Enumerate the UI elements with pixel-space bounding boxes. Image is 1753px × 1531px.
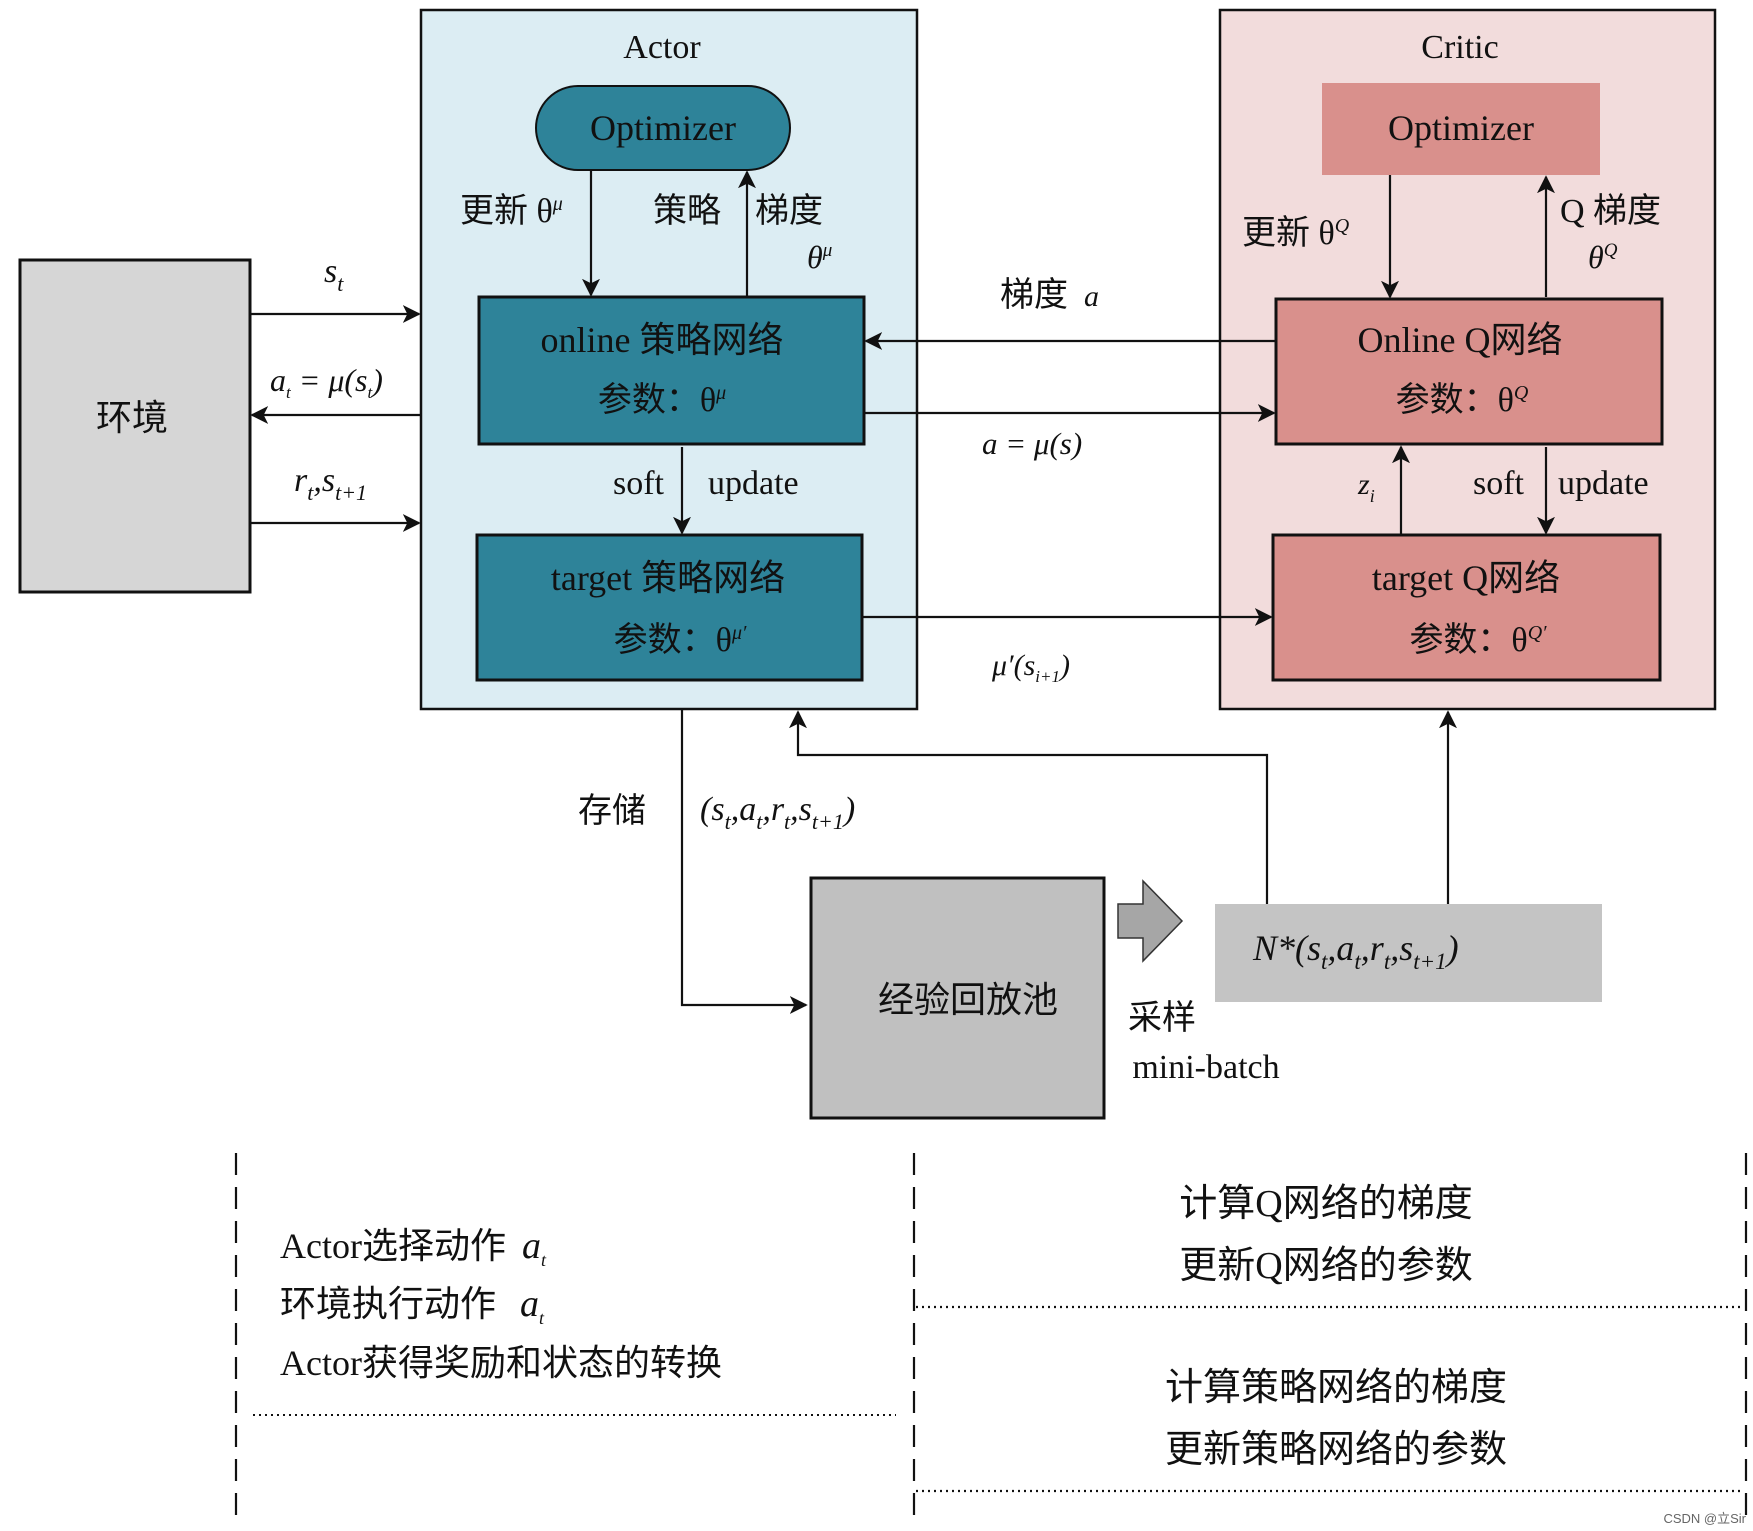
environment-box: [18, 258, 252, 594]
critic-update-text: update: [1558, 465, 1649, 502]
store-arrow: [680, 709, 808, 1014]
reward-label: rt,st+1: [294, 462, 367, 505]
target-q-title: target Q网络: [1372, 558, 1560, 598]
critic-gradient-label: Q 梯度: [1560, 192, 1661, 230]
actor-soft-label: soft: [613, 465, 665, 502]
batch-to-actor-arrow: [789, 710, 1269, 904]
critic-optimizer-label: Optimizer: [1388, 108, 1534, 148]
target-q-params: 参数：θQ′: [1409, 621, 1547, 659]
critic-gradient-theta: θQ: [1588, 239, 1618, 275]
minibatch-tuple: N*(st,at,rt,st+1): [1252, 928, 1459, 974]
online-q-params: 参数：θQ: [1396, 381, 1529, 419]
target-policy-network: [475, 533, 864, 682]
critic-soft-label: soft: [1473, 465, 1525, 502]
legend-right-bottom-line2: 更新策略网络的参数: [1165, 1429, 1507, 1471]
minibatch-box: [1215, 904, 1602, 1002]
legend-right-top-line2: 更新Q网络的参数: [1179, 1245, 1472, 1287]
target-policy-params: 参数：θμ′: [614, 621, 747, 659]
store-label: 存储: [578, 792, 646, 830]
actor-update-label: 更新 θμ: [460, 192, 563, 230]
legend-left-line3: Actor获得奖励和状态的转换: [280, 1343, 722, 1383]
sample-arrow-icon: [1117, 879, 1184, 963]
legend-right-top-line1: 计算Q网络的梯度: [1179, 1183, 1472, 1225]
actor-gradient-theta: θμ: [807, 239, 832, 275]
actor-update-text: update: [708, 465, 799, 502]
critic-title: Critic: [1421, 29, 1498, 66]
actor-gradient-label-right: 梯度: [755, 192, 823, 230]
critic-zi-label: zi: [1357, 468, 1375, 506]
action-label: at = μ(st): [270, 362, 383, 402]
actor-optimizer: [535, 85, 791, 171]
critic-update-label: 更新 θQ: [1242, 214, 1350, 252]
critic-optimizer: [1322, 83, 1600, 175]
actor-title: Actor: [623, 29, 701, 66]
watermark: CSDN @立Sir: [1663, 1511, 1746, 1526]
target-q-network: [1271, 533, 1662, 682]
replay-buffer-label: 经验回放池: [878, 980, 1058, 1020]
replay-buffer: [809, 876, 1106, 1120]
store-tuple: (st,at,rt,st+1): [700, 791, 855, 834]
online-policy-network: [477, 295, 866, 446]
actor-gradient-label-left: 策略: [653, 192, 721, 230]
actor-optimizer-label: Optimizer: [590, 108, 736, 148]
target-action-label: μ′(si+1): [991, 649, 1070, 686]
environment-label: 环境: [96, 398, 168, 438]
state-label: st: [324, 253, 344, 296]
online-policy-title: online 策略网络: [541, 320, 784, 360]
minibatch-label: mini-batch: [1132, 1049, 1279, 1086]
action-mu-label: a = μ(s): [982, 426, 1082, 461]
online-q-network: [1274, 297, 1664, 446]
online-q-title: Online Q网络: [1358, 320, 1563, 360]
target-policy-title: target 策略网络: [551, 558, 785, 598]
legend-right-bottom-line1: 计算策略网络的梯度: [1165, 1367, 1507, 1409]
sample-label: 采样: [1128, 999, 1196, 1037]
online-policy-params: 参数：θμ: [598, 381, 726, 419]
